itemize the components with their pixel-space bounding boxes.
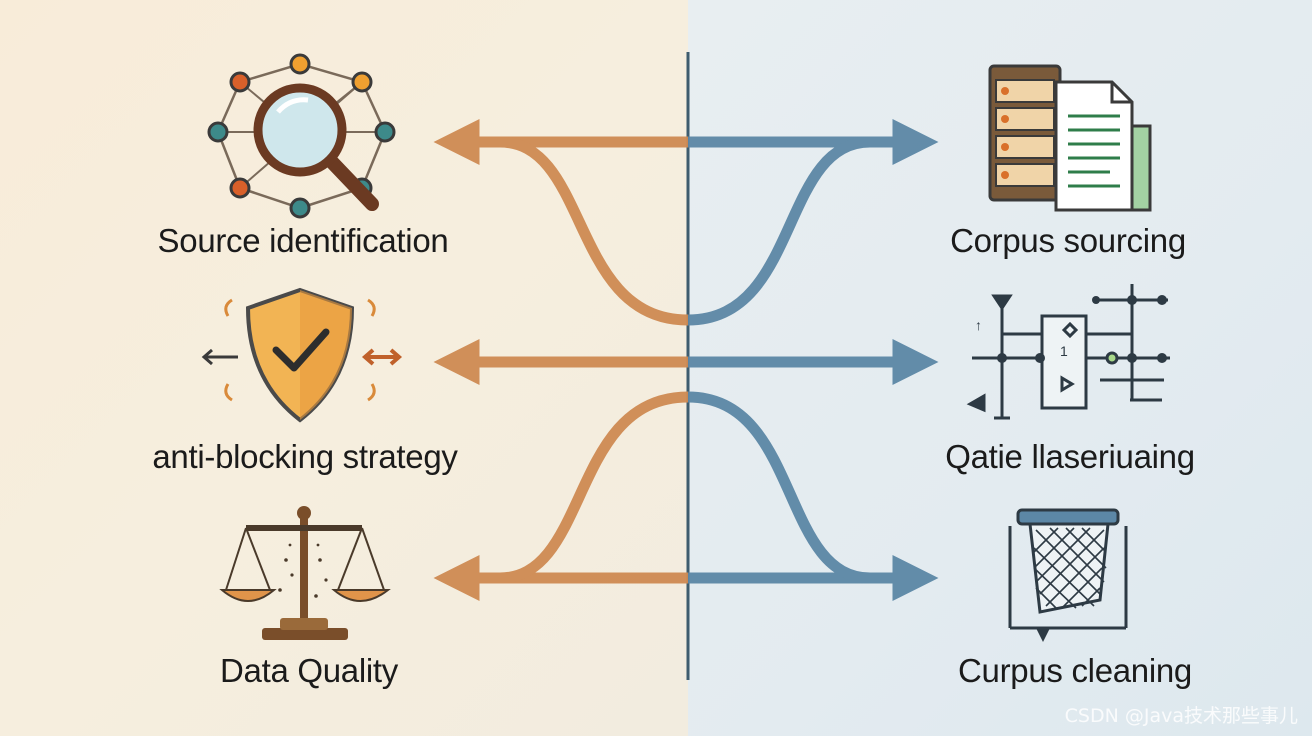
label-anti-blocking-strategy: anti-blocking strategy <box>152 438 458 475</box>
filter-net-icon <box>1008 508 1128 642</box>
orange-curve-top <box>499 136 689 326</box>
svg-text:↑: ↑ <box>975 317 982 333</box>
blue-curve-bottom <box>687 391 871 584</box>
server-document-icon <box>988 64 1152 212</box>
label-source-identification: Source identification <box>157 222 449 259</box>
orange-curve-bottom <box>499 391 689 584</box>
blue-connectors <box>687 118 939 602</box>
balance-scale-icon <box>219 506 391 640</box>
svg-text:1: 1 <box>1060 343 1068 359</box>
network-magnifier-icon <box>207 53 396 219</box>
label-qatie-llaseriuaing: Qatie llaseriuaing <box>945 438 1195 475</box>
circuit-diagram-icon: ↑ 1 <box>966 284 1170 420</box>
label-data-quality: Data Quality <box>220 652 398 689</box>
shield-check-icon <box>201 287 403 423</box>
label-corpus-sourcing: Corpus sourcing <box>950 222 1186 259</box>
label-curpus-cleaning: Curpus cleaning <box>958 652 1192 689</box>
orange-connectors <box>433 118 689 602</box>
watermark-text: CSDN @Java技术那些事儿 <box>1064 705 1298 727</box>
blue-curve-top <box>687 136 871 326</box>
